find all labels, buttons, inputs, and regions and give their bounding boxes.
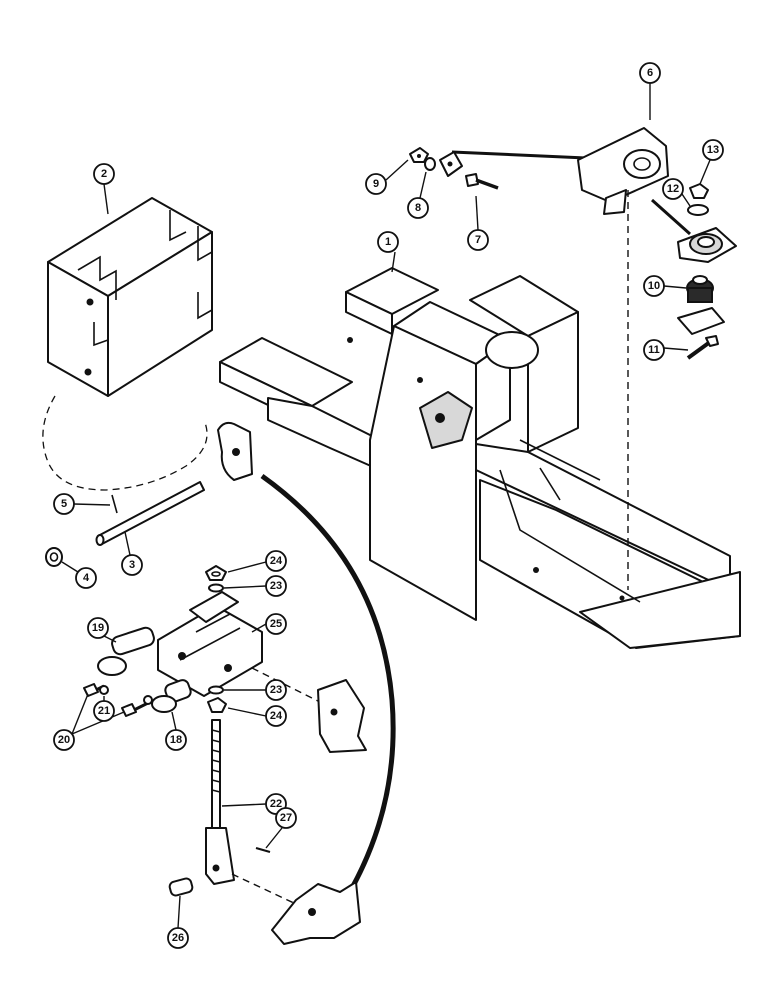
mounting-plate [317,679,367,753]
svg-text:25: 25 [270,618,282,630]
svg-text:23: 23 [270,684,282,696]
callout-11: 11 [643,339,665,361]
svg-text:4: 4 [83,572,90,584]
rubber-mount [677,227,737,263]
lock-washer [424,157,436,171]
svg-text:11: 11 [648,344,660,356]
roll-pin [111,494,118,514]
svg-text:7: 7 [475,234,481,246]
callout-12: 12 [662,178,684,200]
svg-text:13: 13 [707,144,719,156]
clevis-washer-bottom [208,685,224,695]
callout-24-upper: 24 [265,550,287,572]
svg-text:27: 27 [280,812,292,824]
callout-25: 25 [265,613,287,635]
clevis-washer-top [208,583,224,593]
callout-19: 19 [87,617,109,639]
callout-21: 21 [93,700,115,722]
hitch-hook [217,421,253,481]
spacer-block [439,151,463,177]
mount-bolt [686,335,719,360]
callout-8: 8 [407,197,429,219]
cap-screw [465,173,499,190]
svg-text:9: 9 [373,178,379,190]
lock-washers-21 [99,685,109,695]
mount-leader-line [650,198,692,236]
washer [45,547,63,567]
counterweight-rod-dashed-link [42,395,208,491]
drawbar-hook-plate [271,881,361,945]
callout-6: 6 [639,62,661,84]
svg-text:10: 10 [648,280,660,292]
svg-text:26: 26 [172,932,184,944]
callout-2: 2 [93,163,115,185]
svg-text:5: 5 [61,498,67,510]
counterweight [47,197,213,397]
main-frame [217,267,741,649]
callout-23-upper: 23 [265,575,287,597]
callout-27: 27 [275,807,297,829]
callout-24-lower: 24 [265,705,287,727]
svg-text:23: 23 [270,580,282,592]
callout-3: 3 [121,554,143,576]
retainer-plate [677,307,725,335]
lock-washers-21b [143,695,153,705]
clevis-dashed-line [251,667,341,713]
callout-10: 10 [643,275,665,297]
svg-text:21: 21 [98,705,110,717]
callout-20: 20 [53,729,75,751]
threaded-rod [205,719,235,885]
bracket-leader-line [451,150,587,160]
cotter-pin [255,846,271,854]
svg-text:1: 1 [385,236,391,248]
isolator-bushing [686,275,714,303]
pivot-pin-19 [97,626,155,676]
svg-text:22: 22 [270,798,282,810]
eyebolt-dashed-line [231,873,297,905]
svg-text:2: 2 [101,168,107,180]
clevis-pin [168,877,194,897]
clevis-nut-top [205,565,227,581]
callout-5: 5 [53,493,75,515]
svg-text:3: 3 [129,559,135,571]
counterweight-rod [95,481,205,546]
svg-text:6: 6 [647,67,653,79]
callout-4: 4 [75,567,97,589]
callout-23-lower: 23 [265,679,287,701]
clevis [157,591,263,697]
hex-nut [689,183,709,199]
callout-1: 1 [377,231,399,253]
leader-lines [61,83,711,929]
small-nut [409,147,429,163]
callout-7: 7 [467,229,489,251]
svg-text:24: 24 [270,555,283,567]
svg-text:19: 19 [92,622,104,634]
pivot-lug [419,391,473,449]
callout-26: 26 [167,927,189,949]
flat-washer [687,204,709,216]
callout-18: 18 [165,729,187,751]
drawbar-arc [260,473,396,890]
svg-text:8: 8 [415,202,421,214]
pivot-pin-18 [151,679,192,713]
svg-text:12: 12 [667,183,679,195]
callout-13: 13 [702,139,724,161]
callout-9: 9 [365,173,387,195]
clevis-nut-bottom [207,697,227,713]
mounting-bracket [577,127,669,215]
svg-text:24: 24 [270,710,283,722]
svg-text:20: 20 [58,734,70,746]
svg-text:18: 18 [170,734,182,746]
